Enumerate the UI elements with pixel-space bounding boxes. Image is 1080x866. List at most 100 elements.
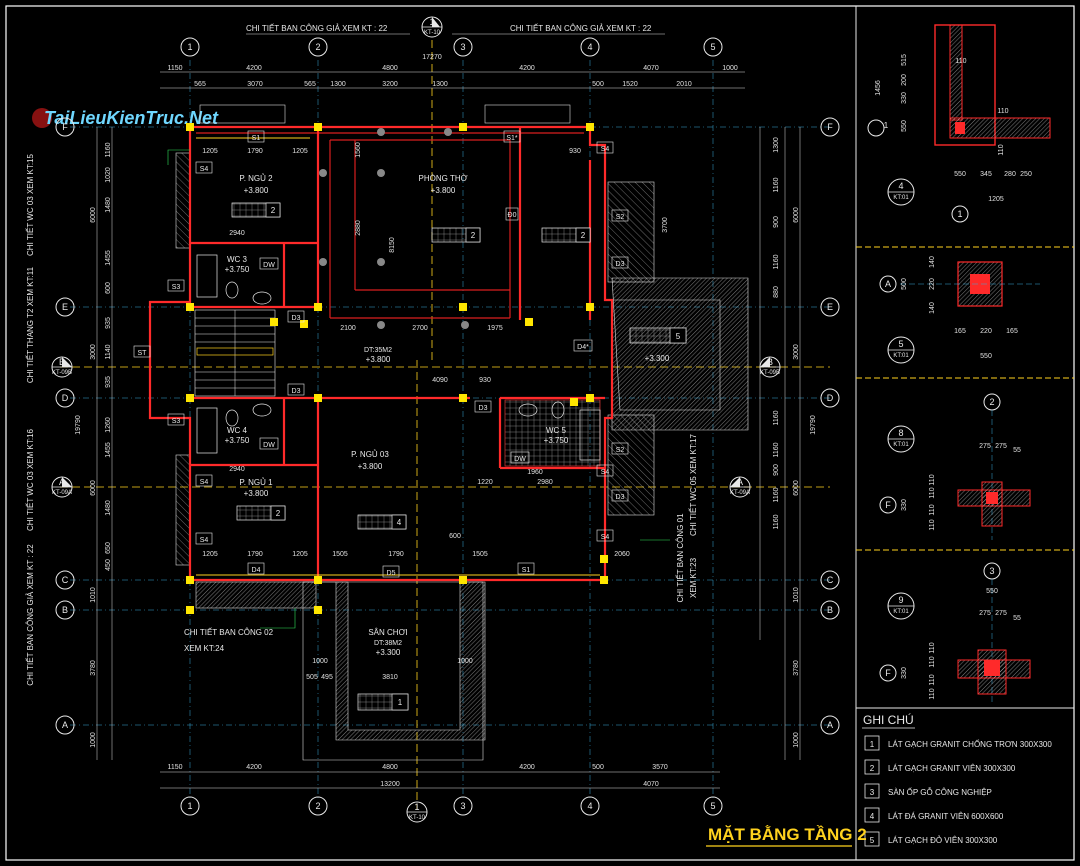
svg-text:2: 2 [276,509,281,518]
svg-text:S1*: S1* [506,135,518,142]
svg-text:550: 550 [901,120,908,132]
svg-text:S1: S1 [252,135,261,142]
svg-text:3780: 3780 [90,660,97,676]
svg-text:1455: 1455 [105,250,112,266]
svg-text:D5: D5 [387,570,396,577]
room-name: P. NGỦ 03 [351,450,389,459]
svg-text:1000: 1000 [457,658,473,665]
svg-text:1505: 1505 [332,551,348,558]
svg-text:1205: 1205 [292,551,308,558]
room-level: +3.750 [225,265,250,274]
svg-text:140: 140 [929,302,936,314]
svg-text:110: 110 [929,487,936,498]
svg-text:2: 2 [271,206,276,215]
axis-bubbles-right: F E D C B A [820,117,840,735]
svg-text:1300: 1300 [773,137,780,153]
svg-text:220: 220 [929,278,936,290]
dims-top: 1150 4200 4800 4200 4070 1000 17270 565 … [167,54,737,88]
svg-text:1000: 1000 [793,732,800,748]
room-level: +3.300 [376,648,401,657]
svg-text:1205: 1205 [988,196,1004,203]
svg-text:1160: 1160 [773,254,780,269]
svg-text:200: 200 [901,74,908,86]
legend-item: 2 LÁT GẠCH GRANIT VIÊN 300X300 [864,759,1016,775]
svg-text:330: 330 [901,499,908,511]
svg-text:D3: D3 [479,405,488,412]
svg-text:275: 275 [979,610,991,617]
legend-item: 5 LÁT GẠCH ĐỎ VIÊN 300X300 [864,831,998,847]
svg-text:1520: 1520 [622,81,638,88]
svg-text:110: 110 [929,504,936,515]
svg-text:CHI TIẾT BAN CÔNG GIẢ XEM KT :: CHI TIẾT BAN CÔNG GIẢ XEM KT : 22 [25,544,35,686]
svg-text:4: 4 [898,181,903,191]
svg-text:S4: S4 [200,166,209,173]
svg-text:3070: 3070 [247,81,263,88]
svg-text:1975: 1975 [487,325,503,332]
svg-text:1960: 1960 [527,469,543,476]
section-marker-right-a: A KT-09A [729,476,751,498]
svg-text:550: 550 [980,353,992,360]
svg-text:600: 600 [449,533,461,540]
svg-text:495: 495 [321,674,333,681]
dims-right: 1300 1160 900 1160 880 1160 1160 900 116… [773,137,817,748]
room-level: +3.800 [431,186,456,195]
svg-text:1150: 1150 [167,764,182,771]
svg-text:110: 110 [929,656,936,667]
detail-view-4: 1 550 345 280 250 1205 1456 515 200 330 … [867,24,1051,223]
detail-view-9: 3 F 550 275 275 55 110 110 110 110 330 9… [879,562,1031,705]
svg-text:D: D [827,393,834,403]
svg-text:LÁT GẠCH GRANIT VIÊN 300X300: LÁT GẠCH GRANIT VIÊN 300X300 [888,764,1016,773]
room-name: P. NGỦ 1 [239,478,273,487]
room-name: SÂN CHƠI [368,628,407,637]
svg-text:D4*: D4* [577,344,589,351]
svg-text:B: B [827,605,833,615]
svg-text:110: 110 [955,58,966,65]
svg-text:LÁT GẠCH GRANIT CHỐNG TRƠN 300: LÁT GẠCH GRANIT CHỐNG TRƠN 300X300 [888,739,1052,749]
svg-text:3780: 3780 [793,660,800,676]
svg-text:LÁT ĐÁ GRANIT VIÊN 600X600: LÁT ĐÁ GRANIT VIÊN 600X600 [888,812,1004,821]
svg-text:KT:01: KT:01 [893,195,909,201]
svg-text:505: 505 [306,674,318,681]
svg-text:250: 250 [1020,171,1032,178]
svg-text:A: A [62,720,68,730]
svg-text:D3: D3 [616,261,625,268]
svg-text:900: 900 [773,216,780,228]
svg-text:1790: 1790 [247,148,263,155]
svg-text:D3: D3 [616,494,625,501]
side-callouts-right: CHI TIẾT BAN CÔNG 01 XEM KT:23 CHI TIẾT … [675,433,698,602]
ornament-circles [319,128,469,329]
svg-text:C: C [827,575,834,585]
svg-text:280: 280 [1004,171,1016,178]
svg-text:2940: 2940 [229,466,245,473]
svg-text:1020: 1020 [105,167,112,183]
svg-text:SÀN ỐP GỖ CÔNG NGHIỆP: SÀN ỐP GỖ CÔNG NGHIỆP [888,787,992,797]
svg-text:6000: 6000 [793,207,800,223]
svg-text:330: 330 [901,667,908,679]
svg-text:500: 500 [592,81,604,88]
svg-text:1160: 1160 [105,142,112,157]
side-callouts-left: CHI TIẾT WC 03 XEM KT:15 CHI TIẾT THANG … [25,153,35,685]
svg-text:4: 4 [587,42,592,52]
callout-top-left: CHI TIẾT BAN CÔNG GIẢ XEM KT : 22 [246,23,388,33]
svg-text:9: 9 [898,595,903,605]
callout-top-right: CHI TIẾT BAN CÔNG GIẢ XEM KT : 22 [510,23,652,33]
svg-text:4: 4 [397,518,402,527]
svg-text:5: 5 [676,332,681,341]
svg-text:565: 565 [304,81,316,88]
svg-text:6000: 6000 [90,480,97,496]
svg-text:2100: 2100 [340,325,356,332]
svg-text:3000: 3000 [793,344,800,360]
room-area: DT:38M2 [374,640,402,647]
svg-text:110: 110 [997,108,1008,115]
svg-text:B: B [59,357,65,367]
svg-text:1560: 1560 [355,142,362,158]
detail-view-8: 2 F 275 275 55 110 110 110 110 330 8 KT:… [879,393,1031,540]
svg-text:880: 880 [773,286,780,298]
svg-text:8: 8 [898,428,903,438]
room-name: WC 4 [227,426,248,435]
room-level: +3.800 [244,489,269,498]
svg-text:110: 110 [929,688,936,699]
svg-text:A: A [737,477,743,487]
svg-text:LÁT GẠCH ĐỎ VIÊN 300X300: LÁT GẠCH ĐỎ VIÊN 300X300 [888,836,998,845]
svg-text:D3: D3 [292,315,301,322]
